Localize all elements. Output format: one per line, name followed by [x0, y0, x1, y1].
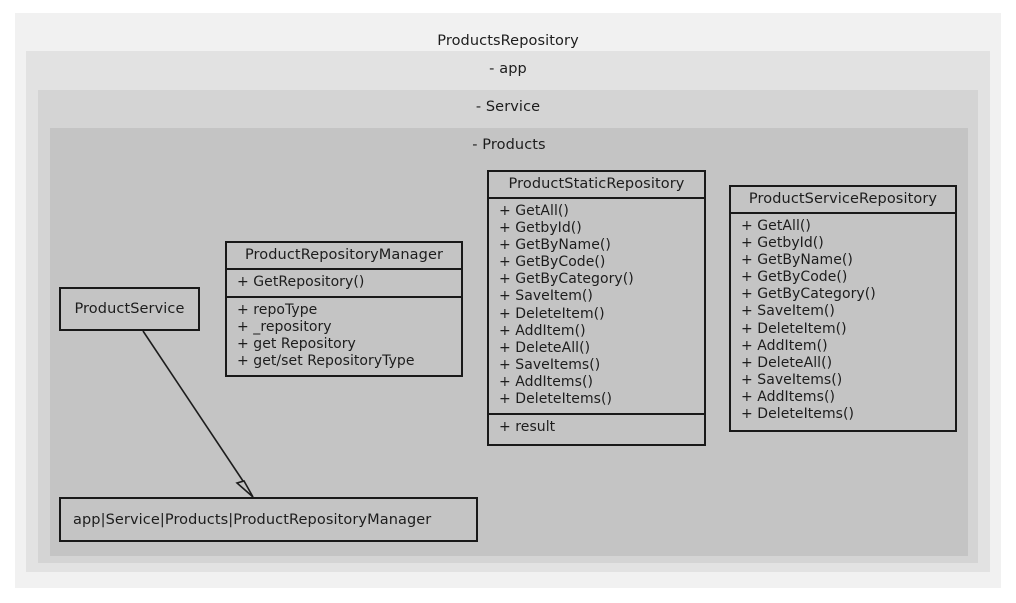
class-member: + SaveItems()	[741, 371, 843, 388]
class-member: + GetByName()	[741, 252, 853, 269]
class-member: + AddItems()	[741, 388, 835, 405]
class-member: + DeleteItem()	[741, 320, 847, 337]
class-attributes-product-static-repository: + result	[489, 413, 704, 441]
package-label-service: - Service	[475, 99, 541, 115]
class-member: + DeleteItems()	[741, 406, 855, 423]
class-product-service-repository[interactable]: ProductServiceRepository + GetAll() + Ge…	[729, 185, 957, 432]
class-member: + SaveItems()	[499, 356, 601, 373]
class-methods-product-repository-manager: + GetRepository()	[227, 268, 461, 296]
class-methods-product-service-repository: + GetAll() + GetbyId() + GetByName() + G…	[731, 212, 955, 428]
class-member: + DeleteItem()	[499, 305, 605, 322]
class-member: + AddItems()	[499, 373, 593, 390]
class-member: + DeleteAll()	[499, 339, 591, 356]
class-member: + GetbyId()	[741, 235, 824, 252]
class-member: + AddItem()	[741, 337, 828, 354]
class-attributes-product-repository-manager: + repoType + _repository + get Repositor…	[227, 296, 461, 375]
class-member: + get/set RepositoryType	[237, 353, 415, 370]
class-title-qualified-reference: app|Service|Products|ProductRepositoryMa…	[73, 511, 432, 528]
class-member: + DeleteAll()	[741, 354, 833, 371]
class-member: + GetByCode()	[741, 269, 848, 286]
package-label-products: - Products	[472, 137, 546, 153]
class-product-static-repository[interactable]: ProductStaticRepository + GetAll() + Get…	[487, 170, 706, 446]
class-member: + _repository	[237, 319, 332, 336]
class-member: + GetByCode()	[499, 254, 606, 271]
class-product-repository-manager[interactable]: ProductRepositoryManager + GetRepository…	[225, 241, 463, 377]
class-member: + GetbyId()	[499, 220, 582, 237]
class-member: + GetAll()	[741, 218, 811, 234]
class-methods-product-static-repository: + GetAll() + GetbyId() + GetByName() + G…	[489, 197, 704, 413]
class-member: + DeleteItems()	[499, 391, 613, 408]
class-member: + repoType	[237, 302, 318, 319]
class-member: + SaveItem()	[499, 288, 593, 305]
class-member: + GetRepository()	[237, 274, 365, 290]
class-title-product-service-repository: ProductServiceRepository	[748, 191, 938, 207]
class-member: + GetAll()	[499, 203, 569, 219]
class-member: + AddItem()	[499, 322, 586, 339]
class-member: + GetByCategory()	[499, 271, 634, 288]
class-member: + get Repository	[237, 336, 356, 353]
class-member: + result	[499, 419, 556, 436]
class-title-product-repository-manager: ProductRepositoryManager	[244, 247, 444, 263]
package-label-app: - app	[489, 61, 527, 77]
class-product-service[interactable]: ProductService	[59, 287, 200, 331]
class-member: + GetByCategory()	[741, 286, 876, 303]
class-title-product-service: ProductService	[74, 301, 185, 317]
class-member: + SaveItem()	[741, 303, 835, 320]
class-member: + GetByName()	[499, 237, 611, 254]
class-title-product-static-repository: ProductStaticRepository	[508, 176, 685, 192]
package-label-products-repository: ProductsRepository	[437, 33, 579, 49]
class-qualified-product-repository-manager[interactable]: app|Service|Products|ProductRepositoryMa…	[59, 497, 478, 542]
